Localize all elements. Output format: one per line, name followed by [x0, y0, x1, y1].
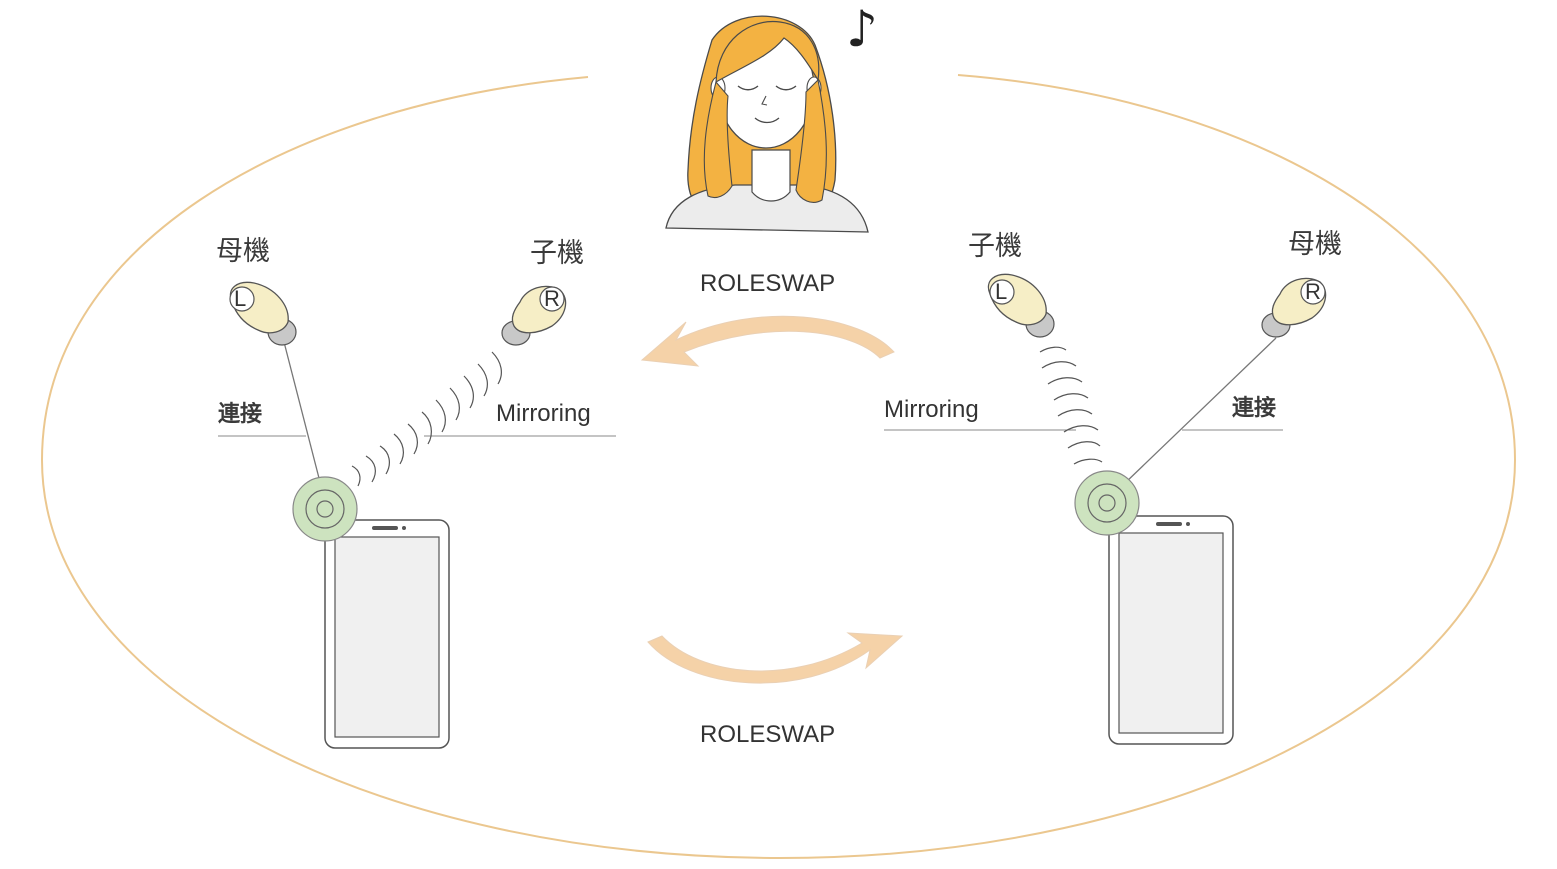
- right-child-label: 子機: [968, 231, 1022, 262]
- left-connect-label: 連接: [218, 402, 263, 427]
- right-connection-line: [1123, 337, 1277, 485]
- left-mirroring-label: Mirroring: [496, 400, 591, 427]
- left-parent-earbud-letter: L: [234, 286, 247, 311]
- woman-listening-illustration: [665, 15, 869, 233]
- right-smartphone: [1108, 515, 1234, 745]
- right-bluetooth-device: [1074, 470, 1140, 536]
- right-child-earbud: [987, 273, 1055, 338]
- music-note-icon: ♪: [846, 0, 878, 58]
- left-bluetooth-device: [292, 476, 358, 542]
- left-parent-earbud: [229, 281, 297, 346]
- right-child-earbud-letter: L: [995, 279, 1008, 304]
- right-mirroring-label: Mirroring: [884, 396, 979, 423]
- right-parent-earbud: [1261, 277, 1327, 338]
- left-child-earbud: [501, 285, 567, 346]
- left-child-label: 子機: [530, 238, 584, 269]
- left-child-earbud-letter: R: [544, 286, 560, 311]
- right-parent-label: 母機: [1288, 229, 1342, 260]
- left-connection-line: [283, 341, 321, 483]
- left-parent-label: 母機: [216, 236, 270, 267]
- roleswap-arrow-top: [640, 315, 895, 367]
- roleswap-bottom-label: ROLESWAP: [700, 721, 836, 748]
- roleswap-top-label: ROLESWAP: [700, 270, 836, 297]
- right-mirroring-waves: [1039, 346, 1103, 465]
- right-connect-label: 連接: [1232, 396, 1277, 421]
- roleswap-arrow-bottom: [647, 632, 904, 684]
- ecosystem-ellipse: [40, 74, 1517, 860]
- left-mirroring-waves: [351, 351, 502, 487]
- left-smartphone: [324, 519, 450, 749]
- right-parent-earbud-letter: R: [1305, 279, 1321, 304]
